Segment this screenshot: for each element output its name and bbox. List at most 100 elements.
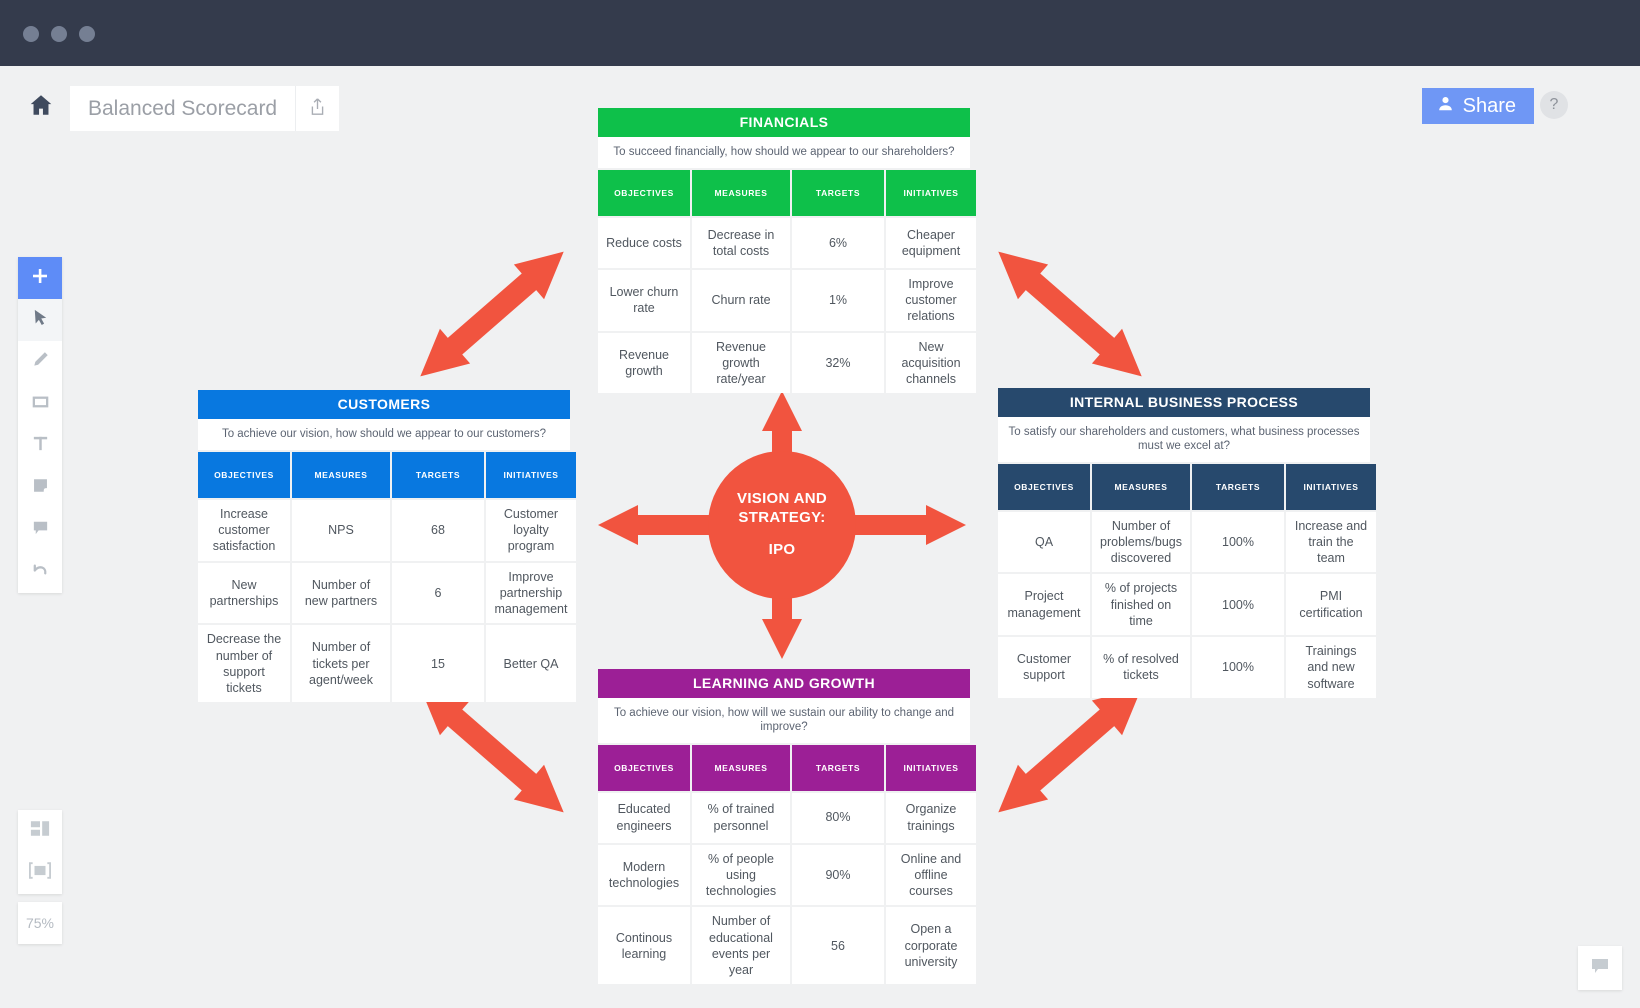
table-cell: Number of educational events per year [692, 907, 790, 985]
zoom-level-label: 75% [25, 915, 55, 931]
card-question: To succeed financially, how should we ap… [598, 137, 970, 168]
table-cell: Decrease in total costs [692, 217, 790, 268]
perspective-card-internal-business-process[interactable]: INTERNAL BUSINESS PROCESS To satisfy our… [998, 388, 1376, 698]
column-header-targets: TARGETS [792, 169, 884, 216]
card-table: OBJECTIVES MEASURES TARGETS INITIATIVES … [198, 451, 576, 703]
table-cell: 15 [392, 625, 484, 703]
table-cell: 100% [1192, 574, 1284, 636]
diagram-canvas[interactable]: VISION AND STRATEGY: IPO FINANCIALS To s… [0, 108, 1640, 1008]
add-tool[interactable] [18, 257, 62, 299]
table-cell: Customer loyalty program [486, 499, 576, 561]
comment-tool[interactable] [18, 509, 62, 551]
window-controls [23, 26, 95, 42]
hub-line-3: IPO [768, 541, 796, 559]
table-cell: 100% [1192, 637, 1284, 698]
table-cell: Improve customer relations [886, 269, 976, 331]
window-close-dot[interactable] [23, 26, 39, 42]
column-header-measures: MEASURES [692, 744, 790, 791]
table-cell: Revenue growth [598, 332, 690, 394]
comment-bubble-icon [31, 518, 50, 542]
table-cell: Improve partnership management [486, 562, 576, 624]
column-header-initiatives: INITIATIVES [486, 451, 576, 498]
table-cell: 6 [392, 562, 484, 624]
rectangle-icon [31, 392, 50, 416]
table-cell: Better QA [486, 625, 576, 703]
perspective-card-financials[interactable]: FINANCIALS To succeed financially, how s… [598, 108, 976, 394]
share-button[interactable]: Share [1421, 88, 1534, 124]
document-title-text: Balanced Scorecard [88, 96, 278, 120]
column-header-measures: MEASURES [1092, 463, 1190, 510]
card-question: To achieve our vision, how should we app… [198, 419, 570, 450]
table-cell: 6% [792, 217, 884, 268]
undo-tool[interactable] [18, 551, 62, 593]
card-table: OBJECTIVES MEASURES TARGETS INITIATIVES … [598, 744, 976, 985]
table-cell: Number of problems/bugs discovered [1092, 511, 1190, 573]
table-cell: Trainings and new software [1286, 637, 1376, 698]
document-title-field[interactable]: Balanced Scorecard [70, 86, 296, 131]
table-cell: 56 [792, 907, 884, 985]
perspective-card-customers[interactable]: CUSTOMERS To achieve our vision, how sho… [198, 390, 576, 703]
text-tool[interactable] [18, 425, 62, 467]
sticky-note-icon [31, 476, 50, 500]
table-cell: 80% [792, 792, 884, 843]
table-cell: 1% [792, 269, 884, 331]
perspective-card-learning-and-growth[interactable]: LEARNING AND GROWTH To achieve our visio… [598, 669, 976, 985]
table-cell: Online and offline courses [886, 844, 976, 906]
help-label: ? [1549, 96, 1559, 113]
table-cell: Continous learning [598, 907, 690, 985]
card-table: OBJECTIVES MEASURES TARGETS INITIATIVES … [598, 169, 976, 394]
table-cell: % of projects finished on time [1092, 574, 1190, 636]
table-cell: Number of new partners [292, 562, 390, 624]
hub-line-1: VISION AND [737, 489, 827, 507]
column-header-targets: TARGETS [1192, 463, 1284, 510]
sticky-note-tool[interactable] [18, 467, 62, 509]
table-cell: Churn rate [692, 269, 790, 331]
table-cell: % of people using technologies [692, 844, 790, 906]
layout-panels-button[interactable] [18, 810, 62, 852]
table-cell: % of resolved tickets [1092, 637, 1190, 698]
table-cell: Revenue growth rate/year [692, 332, 790, 394]
document-title-bar: Balanced Scorecard [70, 86, 340, 131]
select-tool[interactable] [18, 299, 62, 341]
column-header-targets: TARGETS [792, 744, 884, 791]
card-title: LEARNING AND GROWTH [598, 669, 970, 698]
chat-button[interactable] [1578, 946, 1622, 990]
table-cell: 32% [792, 332, 884, 394]
window-maximize-dot[interactable] [79, 26, 95, 42]
pen-tool[interactable] [18, 341, 62, 383]
table-cell: Increase and train the team [1286, 511, 1376, 573]
column-header-initiatives: INITIATIVES [886, 744, 976, 791]
table-cell: Decrease the number of support tickets [198, 625, 290, 703]
column-header-objectives: OBJECTIVES [598, 744, 690, 791]
card-question: To achieve our vision, how will we susta… [598, 698, 970, 743]
table-cell: Organize trainings [886, 792, 976, 843]
table-cell: Increase customer satisfaction [198, 499, 290, 561]
card-title: INTERNAL BUSINESS PROCESS [998, 388, 1370, 417]
column-header-measures: MEASURES [292, 451, 390, 498]
card-table: OBJECTIVES MEASURES TARGETS INITIATIVES … [998, 463, 1376, 698]
table-cell: PMI certification [1286, 574, 1376, 636]
table-cell: Project management [998, 574, 1090, 636]
table-cell: Modern technologies [598, 844, 690, 906]
export-button[interactable] [295, 86, 340, 131]
view-controls: 75% [18, 810, 62, 944]
column-header-measures: MEASURES [692, 169, 790, 216]
shape-tool[interactable] [18, 383, 62, 425]
undo-arrow-icon [31, 560, 50, 584]
window-minimize-dot[interactable] [51, 26, 67, 42]
table-cell: New partnerships [198, 562, 290, 624]
vision-strategy-hub[interactable]: VISION AND STRATEGY: IPO [708, 451, 856, 599]
table-cell: Reduce costs [598, 217, 690, 268]
chat-bubble-icon [1589, 955, 1611, 982]
share-button-label: Share [1462, 94, 1516, 117]
zoom-level-button[interactable]: 75% [18, 902, 62, 944]
help-button[interactable]: ? [1540, 91, 1568, 119]
fit-to-screen-button[interactable] [18, 852, 62, 894]
table-cell: Open a corporate university [886, 907, 976, 985]
person-icon [1437, 95, 1454, 118]
home-icon[interactable] [24, 88, 58, 122]
table-cell: Number of tickets per agent/week [292, 625, 390, 703]
table-cell: QA [998, 511, 1090, 573]
plus-icon [30, 266, 50, 291]
